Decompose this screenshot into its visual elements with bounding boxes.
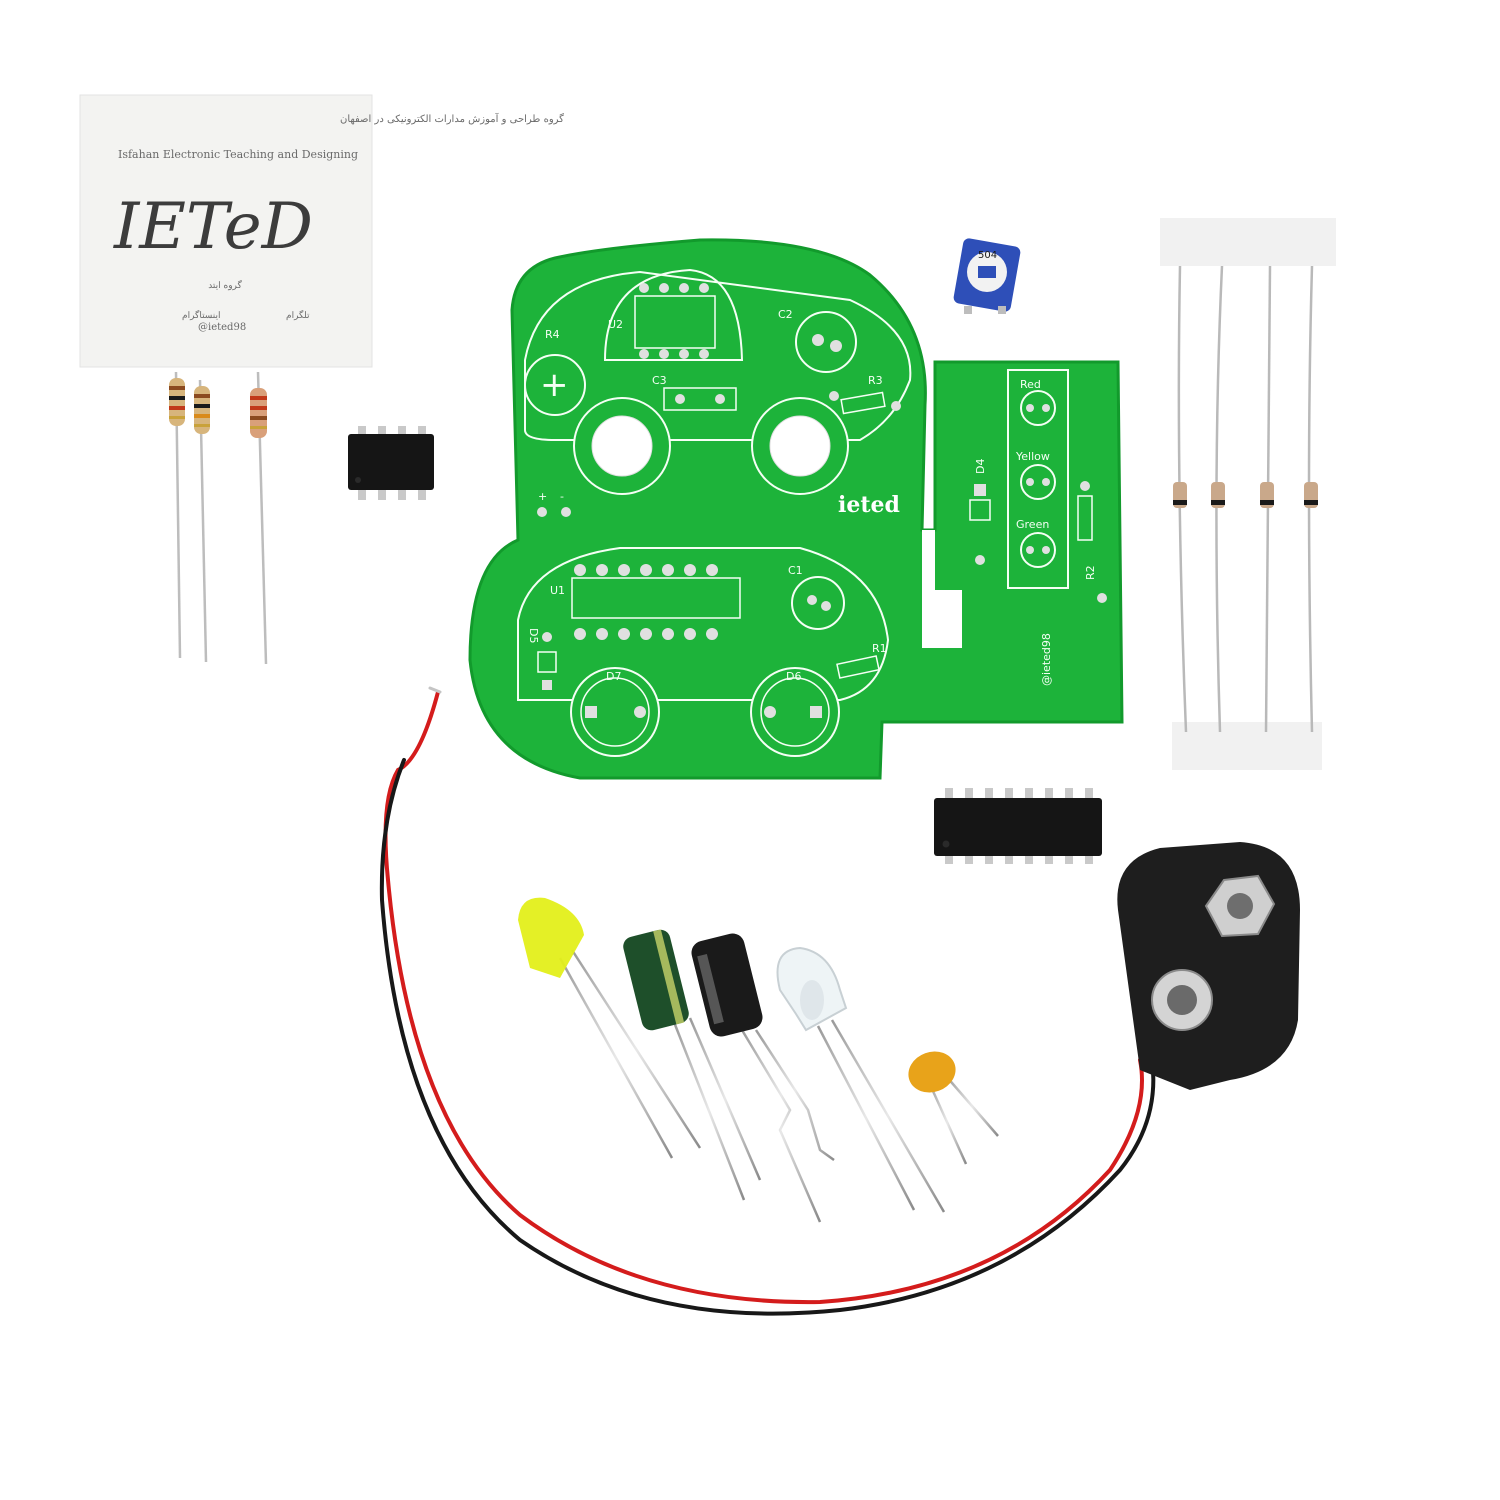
yellow-led	[518, 897, 702, 1159]
pcb-label-r3: R3	[868, 374, 883, 387]
pcb-label-d5: D5	[527, 628, 540, 643]
pcb-label-r4: R4	[545, 328, 560, 341]
resistor-1	[169, 371, 185, 659]
diode-1	[1173, 482, 1187, 508]
pcb-label-d6: D6	[786, 670, 801, 683]
pcb-label-c3: C3	[652, 374, 667, 387]
card-handle: @ieted98	[198, 322, 246, 333]
pcb-label-c2: C2	[778, 308, 793, 321]
trimmer-potentiometer: 504	[953, 238, 1021, 314]
diode-strip	[1160, 218, 1336, 770]
ceramic-capacitor	[908, 1051, 999, 1165]
pcb-label-r2: R2	[1084, 565, 1097, 580]
pcb-led-green: Green	[1016, 518, 1049, 531]
black-electrolytic-capacitor	[691, 933, 835, 1223]
card-farsi-right: تلگرام	[286, 309, 310, 321]
pcb-label-u2: U2	[608, 318, 623, 331]
battery-snap	[1117, 842, 1300, 1090]
pcb-label-minus: -	[560, 490, 564, 503]
pcb-label-r1: R1	[872, 642, 887, 655]
info-card: گروه طراحی و آموزش مدارات الکترونیکی در …	[79, 94, 564, 368]
card-english-header: Isfahan Electronic Teaching and Designin…	[118, 148, 358, 161]
card-farsi-header: گروه طراحی و آموزش مدارات الکترونیکی در …	[340, 112, 564, 125]
resistor-group	[169, 371, 268, 665]
card-farsi-left: اینستاگرام	[182, 309, 221, 321]
pcb-handle: @ieted98	[1040, 633, 1053, 686]
diode-2	[1211, 482, 1225, 508]
diode-3	[1260, 482, 1274, 508]
ic-8pin	[348, 426, 434, 500]
trimmer-code: 504	[978, 250, 997, 261]
clear-led	[776, 946, 946, 1213]
card-farsi-group: گروه ایتد	[208, 279, 242, 291]
diode-4	[1304, 482, 1318, 508]
pcb-led-yellow: Yellow	[1015, 450, 1050, 463]
green-electrolytic-capacitor	[623, 929, 762, 1201]
resistor-3	[250, 371, 268, 665]
battery-wire	[379, 686, 1156, 1316]
pcb-label-c1: C1	[788, 564, 803, 577]
pcb-label-u1: U1	[550, 584, 565, 597]
car-pcb: +	[468, 238, 1124, 780]
pcb-label-d4: D4	[974, 459, 987, 474]
pcb-led-red: Red	[1020, 378, 1041, 391]
card-logo: IETeD	[113, 190, 313, 264]
pcb-label-d7: D7	[606, 670, 621, 683]
svg-text:+: +	[540, 365, 569, 405]
ic-16pin	[934, 788, 1102, 864]
pcb-label-plus: +	[538, 490, 547, 503]
pcb-brand: ieted	[838, 492, 900, 518]
resistor-2	[194, 379, 210, 663]
